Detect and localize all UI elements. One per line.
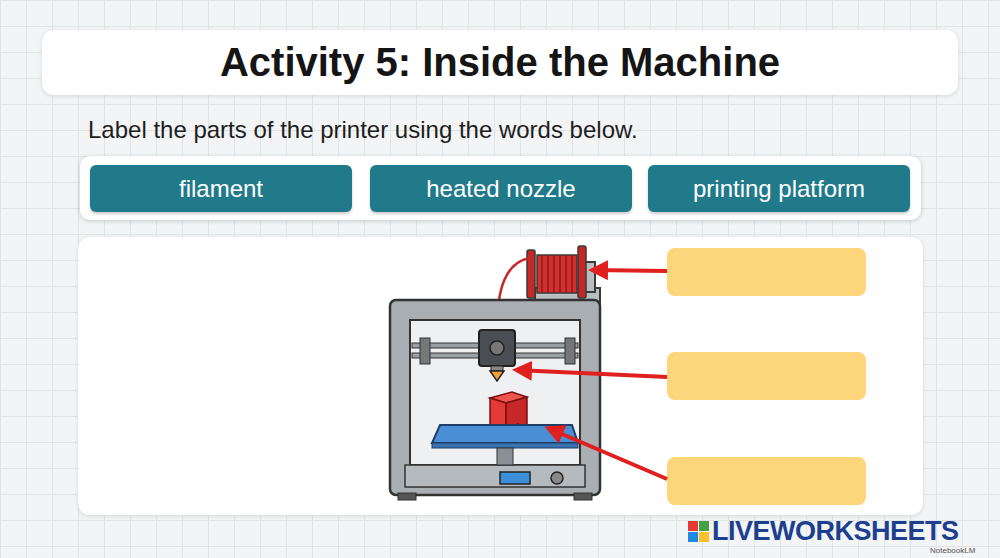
word-label: printing platform <box>693 175 865 203</box>
word-chip: filament <box>90 165 352 212</box>
answer-box <box>667 248 866 296</box>
answer-box <box>667 457 866 505</box>
word-label: heated nozzle <box>426 175 575 203</box>
watermark-note: NotebookLM <box>930 546 975 555</box>
word-label: filament <box>179 175 263 203</box>
word-chip: printing platform <box>648 165 910 212</box>
title-text: Activity 5: Inside the Machine <box>220 40 780 85</box>
watermark: LIVEWORKSHEETS <box>712 516 959 547</box>
title-box: Activity 5: Inside the Machine <box>42 30 958 95</box>
word-chip: heated nozzle <box>370 165 632 212</box>
answer-box <box>667 352 866 400</box>
instruction-text: Label the parts of the printer using the… <box>88 116 638 144</box>
instruction-panel: Label the parts of the printer using the… <box>78 108 923 224</box>
